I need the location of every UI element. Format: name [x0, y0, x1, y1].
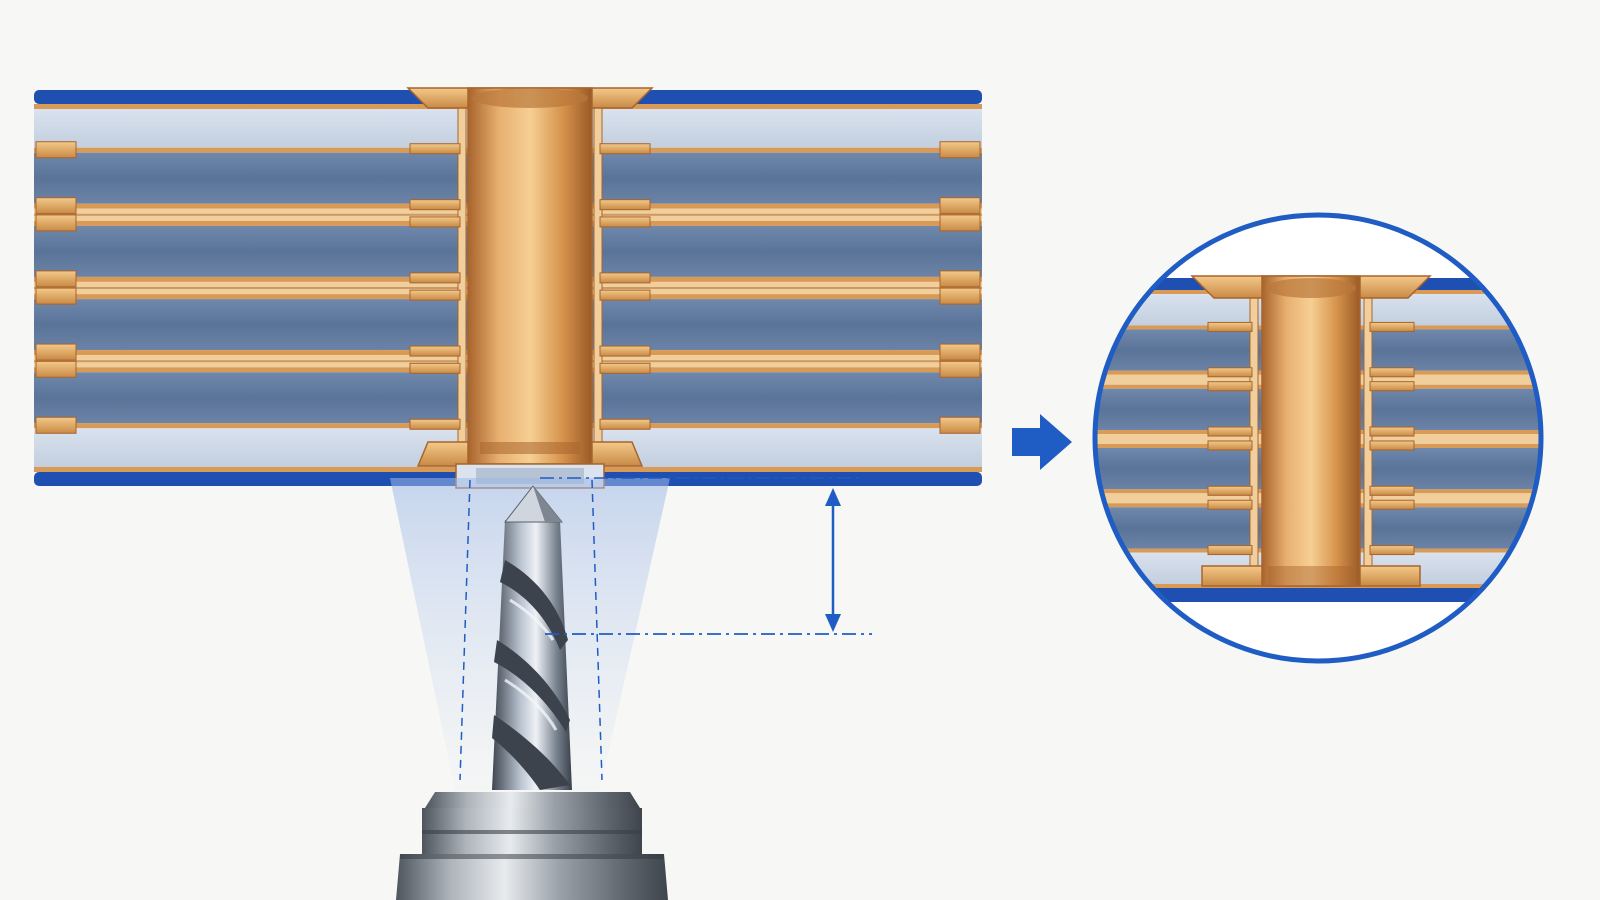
- detail-inner-pad-right-2: [1369, 367, 1415, 378]
- detail-inner-pad-right-7: [1369, 499, 1415, 510]
- drill-bit-icon: [396, 485, 668, 900]
- inner-pad-left-1: [409, 143, 461, 155]
- detail-inner-pad-right-1: [1369, 321, 1415, 332]
- inner-pad-left-4: [409, 272, 461, 284]
- detail-inner-pad-left-4: [1207, 426, 1253, 437]
- detail-via-barrel-top-opening: [1266, 278, 1356, 298]
- inner-pad-right-6: [599, 345, 651, 357]
- inner-pad-right-5: [599, 289, 651, 301]
- detail-inner-pad-right-6: [1369, 485, 1415, 496]
- detail-via-barrel-bottom: [1268, 566, 1354, 586]
- detail-via-barrel: [1261, 275, 1361, 587]
- inner-pad-left-8: [409, 418, 461, 430]
- detail-inner-pad-left-6: [1207, 485, 1253, 496]
- edge-pad-left-1: [35, 141, 77, 159]
- detail-inner-pad-right-5: [1369, 440, 1415, 451]
- edge-pad-right-7: [939, 360, 981, 378]
- detail-plating-wall-left: [1249, 297, 1259, 577]
- plating-wall-left: [457, 107, 467, 465]
- edge-pad-right-4: [939, 270, 981, 288]
- detail-inner-pad-left-7: [1207, 499, 1253, 510]
- edge-pad-right-1: [939, 141, 981, 159]
- edge-pad-right-8: [939, 416, 981, 434]
- detail-inner-pad-left-5: [1207, 440, 1253, 451]
- detail-inner-pad-left-8: [1207, 545, 1253, 556]
- edge-pad-right-2: [939, 197, 981, 215]
- detail-plating-wall-right: [1363, 297, 1373, 577]
- via-barrel-lower-ring: [480, 442, 580, 454]
- inner-pad-left-6: [409, 345, 461, 357]
- edge-pad-left-4: [35, 270, 77, 288]
- pcb-cross-section: [34, 87, 982, 489]
- edge-pad-right-3: [939, 214, 981, 232]
- inner-pad-left-2: [409, 199, 461, 211]
- inner-pad-right-4: [599, 272, 651, 284]
- detail-inner-pad-right-3: [1369, 381, 1415, 392]
- inner-pad-right-8: [599, 418, 651, 430]
- inner-pad-left-5: [409, 289, 461, 301]
- detail-solder-mask-bottom: [1095, 588, 1541, 602]
- detail-inner-pad-left-1: [1207, 321, 1253, 332]
- edge-pad-left-5: [35, 287, 77, 305]
- inner-pad-right-2: [599, 199, 651, 211]
- edge-pad-left-7: [35, 360, 77, 378]
- inner-pad-right-7: [599, 362, 651, 374]
- via-barrel-top-opening: [472, 88, 588, 108]
- inner-pad-right-1: [599, 143, 651, 155]
- detail-inner-pad-right-4: [1369, 426, 1415, 437]
- plating-wall-right: [593, 107, 603, 465]
- inner-pad-left-7: [409, 362, 461, 374]
- arrow-right-icon: [1012, 414, 1072, 470]
- detail-inner-pad-left-3: [1207, 381, 1253, 392]
- inner-pad-right-3: [599, 216, 651, 228]
- detail-inner-pad-left-2: [1207, 367, 1253, 378]
- edge-pad-left-6: [35, 343, 77, 361]
- edge-pad-left-3: [35, 214, 77, 232]
- detail-view-cross-section: [1095, 275, 1541, 602]
- edge-pad-left-2: [35, 197, 77, 215]
- via-barrel: [467, 87, 593, 465]
- edge-pad-left-8: [35, 416, 77, 434]
- detail-view-frame: [1092, 212, 1544, 664]
- inner-pad-left-3: [409, 216, 461, 228]
- edge-pad-right-6: [939, 343, 981, 361]
- backdrill-depth-dimension: [540, 477, 872, 635]
- edge-pad-right-5: [939, 287, 981, 305]
- detail-inner-pad-right-8: [1369, 545, 1415, 556]
